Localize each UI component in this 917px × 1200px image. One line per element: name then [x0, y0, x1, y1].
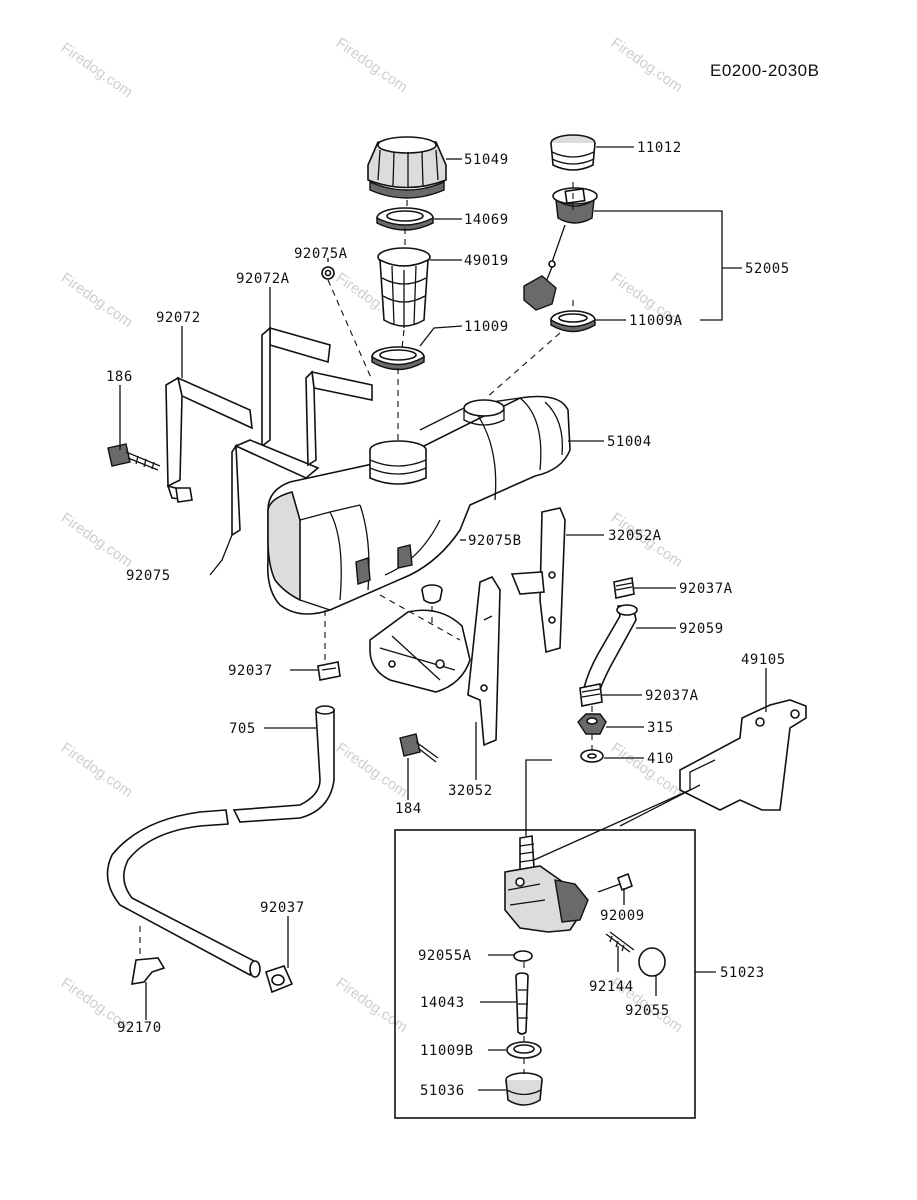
- screw-92144: [605, 931, 635, 953]
- strainer-14043: [515, 972, 529, 1035]
- gauge-ring-11012: [550, 134, 596, 171]
- fuel-cock-assembly-box: [394, 829, 696, 1119]
- cap-gasket-14069: [376, 207, 434, 231]
- watermark-text: Firedog.com: [58, 739, 136, 801]
- clip-92037A-upper: [613, 577, 635, 599]
- hose-92059: [583, 604, 638, 691]
- clip-92037A-lower: [579, 683, 603, 707]
- label-315: 315: [647, 720, 674, 736]
- watermark-text: Firedog.com: [58, 509, 136, 571]
- label-186: 186: [106, 369, 133, 385]
- watermark-text: Firedog.com: [58, 269, 136, 331]
- diagram-code: E0200-2030B: [710, 61, 819, 80]
- strap-92075: [231, 439, 320, 537]
- label-92037A-bottom: 92037A: [645, 688, 699, 704]
- label-11009A: 11009A: [629, 313, 683, 329]
- strap-92075-b: [305, 370, 373, 467]
- label-14043: 14043: [420, 995, 465, 1011]
- bracket-32052: [467, 575, 501, 747]
- label-49019: 49019: [464, 253, 509, 269]
- strap-92072: [165, 376, 253, 501]
- label-92075: 92075: [126, 568, 171, 584]
- bracket-clip-92037-upper: [175, 487, 193, 503]
- label-52005: 52005: [745, 261, 790, 277]
- label-92037A-top: 92037A: [679, 581, 733, 597]
- label-92009: 92009: [600, 908, 645, 924]
- watermark-text: Firedog.com: [333, 34, 411, 96]
- bracket-49105: [679, 699, 807, 811]
- assembly-lines: [139, 180, 701, 1074]
- label-92144: 92144: [589, 979, 634, 995]
- label-92055A: 92055A: [418, 948, 472, 964]
- label-11012: 11012: [637, 140, 682, 156]
- label-92055: 92055: [625, 1003, 670, 1019]
- label-51023: 51023: [720, 965, 765, 981]
- fuel-cock-body: [504, 835, 589, 933]
- label-92059: 92059: [679, 621, 724, 637]
- fuel-hose-705: [106, 705, 335, 978]
- label-92037: 92037: [228, 663, 273, 679]
- label-92037-lower: 92037: [260, 900, 305, 916]
- screw-92009: [597, 872, 633, 893]
- cup-51036: [505, 1072, 543, 1106]
- label-92170: 92170: [117, 1020, 162, 1036]
- label-11009B: 11009B: [420, 1043, 474, 1059]
- label-92072A: 92072A: [236, 271, 290, 287]
- tank-cap-51049: [367, 136, 447, 199]
- watermark-text: Firedog.com: [608, 739, 686, 801]
- oring-92055A: [513, 950, 533, 962]
- clip-92037-lower: [265, 965, 294, 994]
- strap-92072A: [261, 326, 331, 448]
- label-51036: 51036: [420, 1083, 465, 1099]
- label-14069: 14069: [464, 212, 509, 228]
- label-11009: 11009: [464, 319, 509, 335]
- fuel-gauge-52005: [523, 187, 598, 311]
- gauge-gasket-11009A: [550, 310, 596, 333]
- base-plate: [369, 609, 471, 693]
- strainer-ring-11009: [371, 346, 425, 371]
- bolt-186: [107, 443, 161, 471]
- watermark-text: Firedog.com: [58, 39, 136, 101]
- washer-410: [580, 749, 604, 763]
- clip-92170: [131, 957, 166, 985]
- fuel-tank-51004: [266, 395, 571, 615]
- fuel-strainer-49019: [377, 247, 431, 328]
- label-705: 705: [229, 721, 256, 737]
- clip-92037: [317, 661, 341, 681]
- watermark-text: Firedog.com: [333, 739, 411, 801]
- leader-lines: [119, 146, 767, 1091]
- label-410: 410: [647, 751, 674, 767]
- oring-11009B: [506, 1041, 542, 1059]
- label-92075A: 92075A: [294, 246, 348, 262]
- bolt-184: [399, 733, 439, 763]
- label-32052A: 32052A: [608, 528, 662, 544]
- bracket-32052A: [510, 507, 566, 654]
- part-labels: 51049 11012 14069 92075A 49019 92072A 52…: [106, 140, 790, 1099]
- label-51004: 51004: [607, 434, 652, 450]
- gasket-92055: [638, 947, 666, 977]
- watermark-text: Firedog.com: [333, 974, 411, 1036]
- cap-92075B: [421, 584, 443, 604]
- nut-315: [577, 713, 607, 735]
- label-49105: 49105: [741, 652, 786, 668]
- watermark-text: Firedog.com: [608, 34, 686, 96]
- label-184: 184: [395, 801, 422, 817]
- clip-92075A: [321, 266, 335, 280]
- label-92075B: 92075B: [468, 533, 522, 549]
- label-32052: 32052: [448, 783, 493, 799]
- label-51049: 51049: [464, 152, 509, 168]
- label-92072: 92072: [156, 310, 201, 326]
